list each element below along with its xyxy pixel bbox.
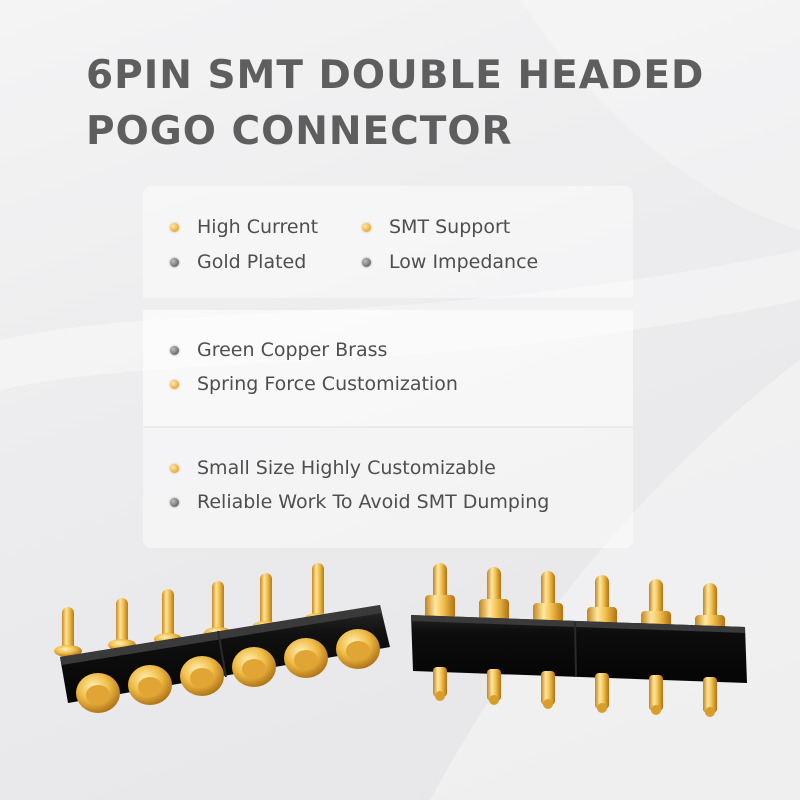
bullet-gold-icon [170,222,179,232]
feature-item: Green Copper Brass [170,339,387,361]
feature-label: High Current [197,216,319,238]
bullet-gray-icon [362,257,371,267]
feature-label: Spring Force Customization [197,373,458,395]
bullet-gray-icon [170,257,179,267]
feature-label: Small Size Highly Customizable [197,457,496,479]
feature-item: Low Impedance [362,251,538,273]
page-title: 6PIN SMT DOUBLE HEADED POGO CONNECTOR [86,48,704,160]
feature-panel-3 [143,428,633,548]
bullet-gold-icon [362,222,371,232]
front-pin-heads [76,629,380,713]
title-line-2: POGO CONNECTOR [86,109,513,154]
feature-item: Small Size Highly Customizable [170,457,496,479]
feature-item: SMT Support [362,216,510,238]
feature-label: SMT Support [389,216,511,238]
feature-label: Green Copper Brass [197,339,388,361]
feature-item: Gold Plated [170,251,306,273]
connector-angled-image [54,563,390,713]
feature-label: Low Impedance [389,251,539,273]
bottom-pins [433,667,717,717]
feature-label: Gold Plated [197,251,307,273]
title-line-1: 6PIN SMT DOUBLE HEADED [86,53,705,98]
feature-item: Spring Force Customization [170,373,458,395]
bullet-gold-icon [170,379,179,389]
feature-item: High Current [170,216,318,238]
bullet-gold-icon [170,463,179,473]
bullet-gray-icon [170,345,179,355]
bullet-gray-icon [170,497,179,507]
feature-item: Reliable Work To Avoid SMT Dumping [170,491,549,513]
feature-panel-1 [143,186,633,298]
feature-panel-2 [143,310,633,426]
feature-label: Reliable Work To Avoid SMT Dumping [197,491,550,513]
connector-front-image [411,563,747,717]
